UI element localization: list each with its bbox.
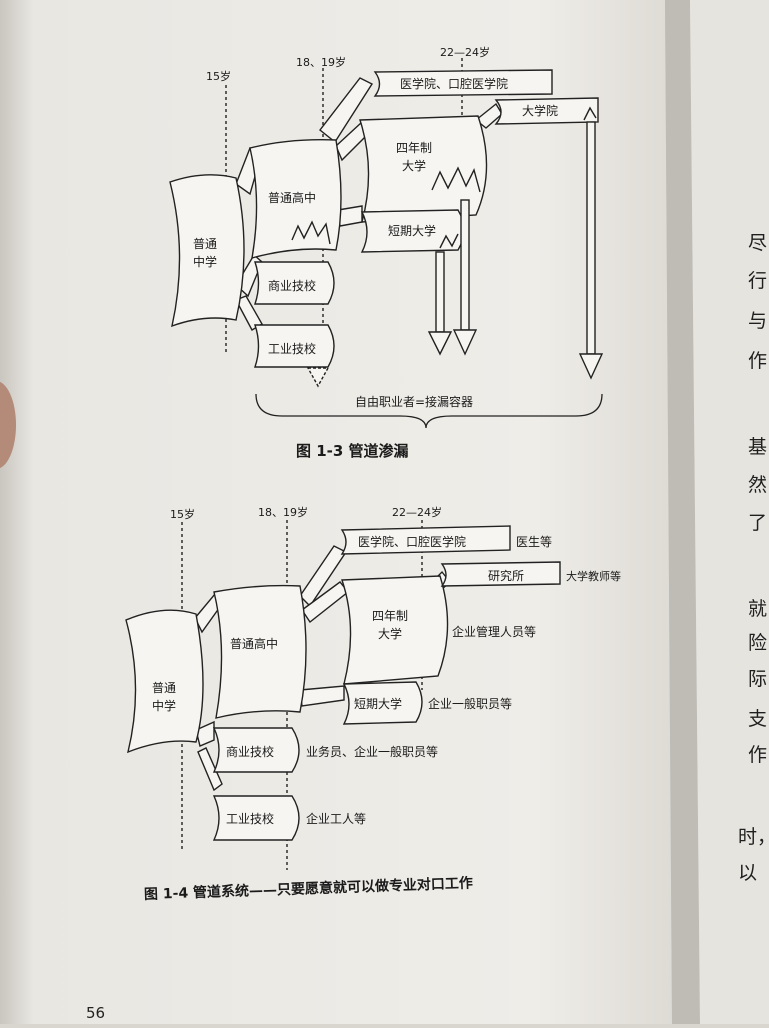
outcome-industry: 企业工人等 xyxy=(306,811,366,826)
box-medical-school xyxy=(340,525,511,555)
label-industry: 工业技校 xyxy=(268,341,316,356)
leak-arrow-junior xyxy=(427,251,453,356)
figure-1-4-labels: 15岁 18、19岁 22—24岁 普通 中学 普通高中 商业技校 工业技校 四… xyxy=(152,505,621,826)
page-number: 56 xyxy=(86,1004,106,1022)
age-label-22: 22—24岁 xyxy=(392,505,442,519)
age-label-18: 18、19岁 xyxy=(296,55,346,69)
box-middle-school xyxy=(169,174,245,328)
box-university xyxy=(359,115,488,223)
box-middle-school xyxy=(125,609,204,754)
box-university xyxy=(341,575,449,685)
box-industry-school xyxy=(212,795,300,841)
side-char-1: 尽 xyxy=(748,232,768,254)
connector-middle-industry xyxy=(235,295,263,331)
side-char-11: 支 xyxy=(748,708,768,730)
label-bottom: 自由职业者=接漏容器 xyxy=(355,394,473,409)
figure-1-3-labels: 15岁 18、19岁 22—24岁 普通 中学 普通高中 商业技校 工业技校 四… xyxy=(193,45,558,409)
label-commerce: 商业技校 xyxy=(226,744,274,759)
side-char-13: 时， xyxy=(738,826,769,848)
leak-arrow-grad xyxy=(578,121,604,380)
label-uni-2: 大学 xyxy=(378,626,402,641)
label-middle-2: 中学 xyxy=(152,698,176,713)
connector-high-medical xyxy=(319,77,374,144)
box-graduate-school xyxy=(494,97,599,125)
caption-figure-1-3: 图 1-3 管道渗漏 xyxy=(296,442,409,460)
side-char-3: 与 xyxy=(748,310,768,332)
gutter-shadow xyxy=(665,0,700,1024)
side-char-4: 作 xyxy=(748,350,768,372)
label-high: 普通高中 xyxy=(268,190,316,205)
figure-1-3 xyxy=(169,58,604,429)
box-institute xyxy=(440,561,561,587)
side-char-5: 基 xyxy=(748,436,768,458)
figure-1-4 xyxy=(125,520,561,870)
outcome-junior: 企业一般职员等 xyxy=(428,696,512,711)
outcome-commerce: 业务员、企业一般职员等 xyxy=(306,744,438,759)
age-label-15: 15岁 xyxy=(170,507,195,521)
age-label-18: 18、19岁 xyxy=(258,505,308,519)
box-high-school xyxy=(213,584,307,719)
label-uni-1: 四年制 xyxy=(396,141,432,155)
label-junior: 短期大学 xyxy=(354,696,402,711)
label-institute: 研究所 xyxy=(488,568,524,583)
label-commerce: 商业技校 xyxy=(268,278,316,293)
label-grad: 大学院 xyxy=(522,103,558,118)
box-industry-school xyxy=(254,324,335,368)
connector-middle-industry xyxy=(197,747,223,792)
age-label-15: 15岁 xyxy=(206,69,231,83)
outcome-medical: 医生等 xyxy=(516,535,552,549)
label-industry: 工业技校 xyxy=(226,811,274,826)
bottom-brace xyxy=(255,393,603,429)
side-char-9: 险 xyxy=(748,632,768,654)
leak-mark-high xyxy=(291,220,331,245)
finger xyxy=(0,381,16,469)
outcome-uni: 企业管理人员等 xyxy=(452,624,536,639)
side-char-14: 以 xyxy=(738,862,758,884)
side-char-7: 了 xyxy=(748,512,768,534)
side-char-10: 际 xyxy=(748,668,768,690)
label-middle-2: 中学 xyxy=(193,254,217,269)
label-uni-2: 大学 xyxy=(402,158,426,173)
side-char-2: 行 xyxy=(748,270,768,292)
label-middle-1: 普通 xyxy=(152,681,176,695)
label-uni-1: 四年制 xyxy=(372,609,408,623)
side-char-8: 就 xyxy=(748,598,768,620)
leak-arrow-uni xyxy=(452,199,478,356)
leak-mark-grad xyxy=(583,106,597,121)
label-middle-1: 普通 xyxy=(193,237,217,251)
box-junior-college xyxy=(342,681,423,725)
side-char-12: 作 xyxy=(748,744,768,766)
side-char-6: 然 xyxy=(748,474,768,496)
connector-high-junior xyxy=(337,205,363,227)
leak-mark-uni xyxy=(431,166,481,193)
box-commerce-school xyxy=(254,261,335,305)
box-medical-school xyxy=(373,69,553,97)
label-junior: 短期大学 xyxy=(388,223,436,238)
label-high: 普通高中 xyxy=(230,636,278,651)
leak-arrow-industry xyxy=(306,367,330,388)
connector-middle-commerce xyxy=(195,720,215,747)
box-high-school xyxy=(249,138,342,259)
leak-mark-junior xyxy=(439,233,459,249)
outcome-institute: 大学教师等 xyxy=(566,569,621,583)
box-commerce-school xyxy=(212,727,300,773)
label-medical: 医学院、口腔医学院 xyxy=(400,76,508,91)
right-page xyxy=(690,0,769,1024)
age-label-22: 22—24岁 xyxy=(440,45,490,59)
label-medical: 医学院、口腔医学院 xyxy=(358,534,466,549)
left-page xyxy=(0,0,672,1024)
